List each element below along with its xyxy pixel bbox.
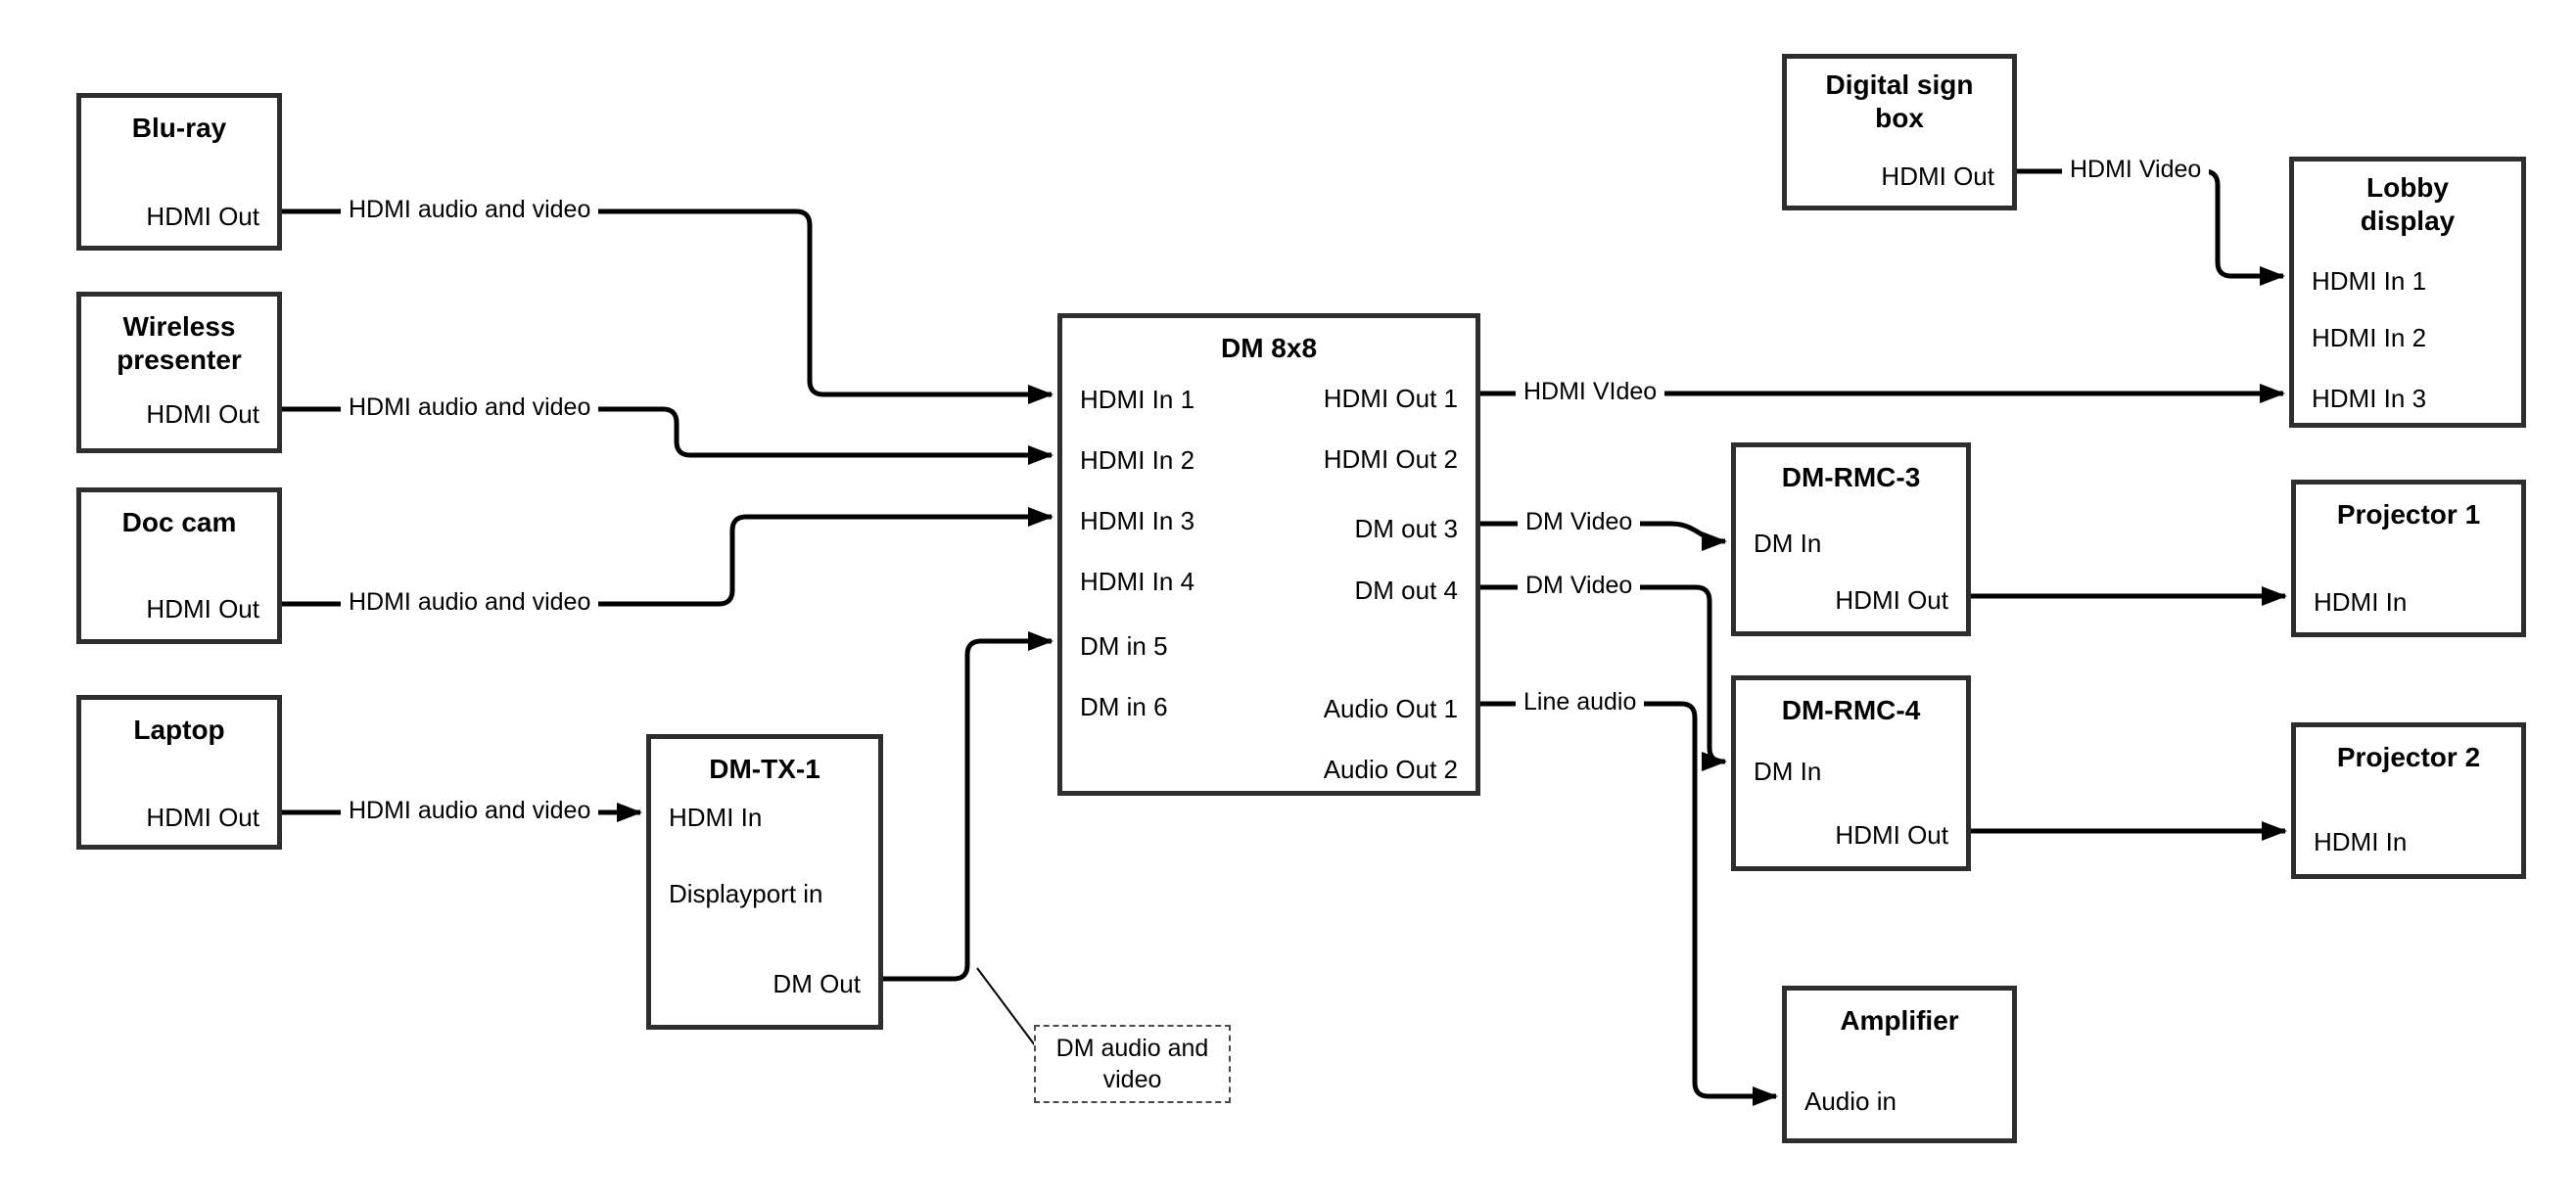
port-dm8x8-hdmi-in-3: HDMI In 3 — [1080, 506, 1195, 535]
port-bluray-hdmi-out: HDMI Out — [146, 202, 259, 231]
wire-label-bluray-hdmi-av: HDMI audio and video — [341, 194, 599, 227]
port-dm8x8-audio-out-2: Audio Out 2 — [1323, 755, 1458, 784]
port-amplifier-audio-in: Audio in — [1804, 1086, 1897, 1116]
port-dmtx1-hdmi-in: HDMI In — [669, 803, 763, 832]
node-wireless-presenter: Wireless presenter HDMI Out — [76, 292, 282, 453]
callout-dm-audio-video-text: DM audio and video — [1055, 1034, 1209, 1094]
wire-label-digitalsign-hdmi-video: HDMI Video — [2062, 154, 2210, 187]
port-dm8x8-hdmi-in-1: HDMI In 1 — [1080, 385, 1195, 414]
port-dm8x8-dm-out-4: DM out 4 — [1354, 576, 1459, 605]
node-dm-rmc-4: DM-RMC-4 DM In HDMI Out — [1731, 675, 1971, 871]
node-digital-sign-box-title: Digital sign box — [1825, 69, 1974, 134]
port-dm8x8-hdmi-out-1: HDMI Out 1 — [1323, 384, 1458, 413]
node-amplifier: Amplifier Audio in — [1782, 986, 2017, 1143]
port-projector2-hdmi-in: HDMI In — [2314, 827, 2408, 856]
node-laptop-title: Laptop — [133, 715, 225, 745]
wire-label-dm-video-out4: DM Video — [1518, 570, 1641, 603]
port-wireless-hdmi-out: HDMI Out — [146, 399, 259, 429]
node-wireless-presenter-title: Wireless presenter — [117, 311, 242, 376]
node-dm-rmc-3-title: DM-RMC-3 — [1781, 462, 1921, 492]
port-dmrmc4-dm-in: DM In — [1754, 757, 1822, 786]
port-dm8x8-audio-out-1: Audio Out 1 — [1323, 694, 1458, 723]
port-dm8x8-hdmi-out-2: HDMI Out 2 — [1323, 444, 1458, 474]
node-lobby-display: Lobby display HDMI In 1 HDMI In 2 HDMI I… — [2289, 157, 2526, 428]
connector-dm8x8-audio1-to-amplifier — [1480, 701, 1778, 1106]
node-dm-8x8: DM 8x8 HDMI In 1 HDMI In 2 HDMI In 3 HDM… — [1057, 313, 1480, 796]
port-dm8x8-dm-out-3: DM out 3 — [1354, 514, 1459, 543]
node-projector-1-title: Projector 1 — [2336, 499, 2481, 530]
connector-digitalsign-to-lobby-in1 — [2017, 168, 2285, 286]
port-laptop-hdmi-out: HDMI Out — [146, 803, 259, 832]
port-dmtx1-dm-out: DM Out — [773, 969, 861, 998]
port-lobby-hdmi-in-3: HDMI In 3 — [2312, 384, 2427, 413]
callout-leader-line — [976, 967, 1036, 1046]
connector-dm8x8-out3-to-dmrmc3 — [1480, 521, 1727, 551]
connector-dmtx1-to-dm8x8-in5 — [883, 631, 1054, 982]
node-projector-1: Projector 1 HDMI In — [2291, 480, 2526, 637]
port-dm8x8-hdmi-in-2: HDMI In 2 — [1080, 445, 1195, 475]
port-dmrmc3-dm-in: DM In — [1754, 529, 1822, 558]
node-dm-tx-1-title: DM-TX-1 — [709, 754, 820, 784]
wire-label-line-audio: Line audio — [1516, 686, 1645, 719]
node-digital-sign-box: Digital sign box HDMI Out — [1782, 54, 2017, 210]
port-digitalsign-hdmi-out: HDMI Out — [1881, 162, 1994, 191]
node-doc-cam: Doc cam HDMI Out — [76, 487, 282, 644]
port-dmrmc3-hdmi-out: HDMI Out — [1835, 585, 1948, 615]
node-dm-8x8-title: DM 8x8 — [1220, 333, 1318, 363]
connector-wireless-to-dm8x8-in2 — [282, 406, 1054, 465]
port-doccam-hdmi-out: HDMI Out — [146, 594, 259, 624]
wire-label-doccam-hdmi-av: HDMI audio and video — [341, 586, 599, 620]
node-dm-tx-1: DM-TX-1 HDMI In Displayport in DM Out — [646, 734, 883, 1030]
port-lobby-hdmi-in-1: HDMI In 1 — [2312, 266, 2427, 296]
wire-label-hdmi-video-out1: HDMI VIdeo — [1516, 376, 1665, 409]
node-projector-2: Projector 2 HDMI In — [2291, 722, 2526, 879]
connector-bluray-to-dm8x8-in1 — [282, 208, 1054, 404]
port-dm8x8-dm-in-5: DM in 5 — [1080, 631, 1168, 661]
connector-dm8x8-out4-to-dmrmc4 — [1480, 584, 1727, 771]
connector-doccam-to-dm8x8-in3 — [282, 507, 1054, 607]
node-blu-ray-title: Blu-ray — [131, 113, 227, 143]
port-dmrmc4-hdmi-out: HDMI Out — [1835, 820, 1948, 850]
node-doc-cam-title: Doc cam — [121, 507, 237, 537]
wire-label-wireless-hdmi-av: HDMI audio and video — [341, 392, 599, 425]
port-dm8x8-dm-in-6: DM in 6 — [1080, 692, 1168, 721]
node-dm-rmc-3: DM-RMC-3 DM In HDMI Out — [1731, 442, 1971, 636]
port-dm8x8-hdmi-in-4: HDMI In 4 — [1080, 567, 1195, 596]
node-laptop: Laptop HDMI Out — [76, 695, 282, 850]
port-projector1-hdmi-in: HDMI In — [2314, 587, 2408, 617]
node-projector-2-title: Projector 2 — [2336, 742, 2481, 772]
node-amplifier-title: Amplifier — [1840, 1005, 1959, 1036]
node-dm-rmc-4-title: DM-RMC-4 — [1781, 695, 1921, 725]
wire-label-laptop-hdmi-av: HDMI audio and video — [341, 795, 599, 828]
port-lobby-hdmi-in-2: HDMI In 2 — [2312, 323, 2427, 352]
callout-dm-audio-video: DM audio and video — [1034, 1025, 1231, 1103]
port-dmtx1-displayport-in: Displayport in — [669, 879, 823, 908]
node-blu-ray: Blu-ray HDMI Out — [76, 93, 282, 251]
node-lobby-display-title: Lobby display — [2360, 172, 2456, 237]
wire-label-dm-video-out3: DM Video — [1518, 506, 1641, 539]
